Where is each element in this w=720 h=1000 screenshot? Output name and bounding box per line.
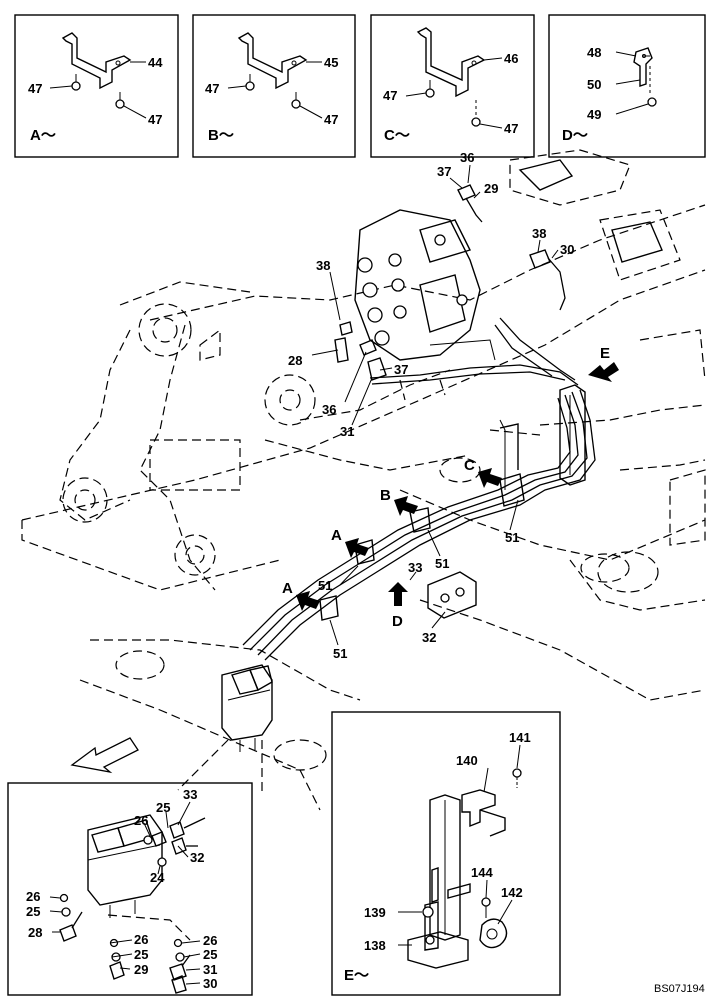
detail-view-c: 46 47 47 C～: [370, 14, 535, 158]
callout-25: 25: [26, 904, 40, 919]
callout-36: 36: [460, 150, 474, 165]
callout-138: 138: [364, 938, 386, 953]
detail-view-e: 141 140 144 142 139 138 E～: [331, 711, 561, 996]
callout-24: 24: [150, 870, 165, 885]
callout-47: 47: [504, 121, 518, 136]
callout-51: 51: [435, 556, 449, 571]
arrow-label-d: D: [392, 613, 403, 630]
callout-46: 46: [504, 51, 518, 66]
drawing-code: BS07J194: [654, 983, 705, 995]
view-arrow-e: E: [588, 345, 619, 382]
view-direction-arrow-icon: [345, 538, 369, 558]
callout-26: 26: [26, 889, 40, 904]
callout-38: 38: [316, 258, 330, 273]
view-arrow-a-upper: A: [331, 527, 369, 558]
callout-30: 30: [203, 976, 217, 991]
callout-47: 47: [383, 88, 397, 103]
view-arrow-a-lower: A: [282, 580, 320, 611]
main-assembly: [21, 149, 706, 811]
view-direction-arrow-icon: [296, 591, 320, 611]
view-label-e: E～: [344, 967, 369, 984]
callout-47: 47: [148, 112, 162, 127]
callout-47: 47: [324, 112, 338, 127]
arrow-label-a: A: [282, 580, 293, 597]
callout-32: 32: [422, 630, 436, 645]
callout-26: 26: [134, 813, 148, 828]
main-callouts: 36 37 29 38 30 38 28 37 36 31 33 51 51 5…: [288, 150, 574, 661]
callout-50: 50: [587, 77, 601, 92]
callout-26: 26: [134, 932, 148, 947]
view-arrow-c: C: [464, 457, 502, 488]
callout-33: 33: [183, 787, 197, 802]
callout-32: 32: [190, 850, 204, 865]
view-label-b: B～: [208, 127, 234, 144]
callout-51: 51: [318, 578, 332, 593]
callout-37: 37: [394, 362, 408, 377]
callout-31: 31: [340, 424, 354, 439]
callout-37: 37: [437, 164, 451, 179]
arrow-label-a: A: [331, 527, 342, 544]
callout-31: 31: [203, 962, 217, 977]
callout-36: 36: [322, 402, 336, 417]
view-label-d: D～: [562, 127, 588, 144]
callout-25: 25: [203, 947, 217, 962]
callout-33: 33: [408, 560, 422, 575]
callout-29: 29: [484, 181, 498, 196]
detail-view-a: 44 47 47 A～: [14, 14, 179, 158]
callout-51: 51: [505, 530, 519, 545]
callout-51: 51: [333, 646, 347, 661]
view-direction-arrow-icon: [388, 582, 408, 606]
detail-view-d: 48 50 49 D～: [548, 14, 706, 158]
pedal-detail-inset: 33 25 26 32 24 26 25 28 26 26 25 25 29 3…: [7, 782, 253, 996]
view-direction-arrow-icon: [394, 496, 418, 516]
callout-139: 139: [364, 905, 386, 920]
callout-47: 47: [205, 81, 219, 96]
view-arrow-d: D: [388, 582, 408, 630]
arrow-label-e: E: [600, 345, 610, 362]
view-direction-arrow-icon: [588, 362, 619, 382]
arrow-label-c: C: [464, 457, 475, 474]
front-direction-arrow-icon: [70, 737, 139, 774]
callout-45: 45: [324, 55, 338, 70]
view-label-a: A～: [30, 127, 56, 144]
detail-view-b: 45 47 47 B～: [192, 14, 356, 158]
callout-141: 141: [509, 730, 531, 745]
callout-44: 44: [148, 55, 163, 70]
callout-26: 26: [203, 933, 217, 948]
view-direction-arrow-icon: [478, 468, 502, 488]
callout-49: 49: [587, 107, 601, 122]
callout-30: 30: [560, 242, 574, 257]
callout-28: 28: [28, 925, 42, 940]
callout-47: 47: [28, 81, 42, 96]
callout-144: 144: [471, 865, 493, 880]
callout-140: 140: [456, 753, 478, 768]
callout-48: 48: [587, 45, 601, 60]
callout-28: 28: [288, 353, 302, 368]
arrow-label-b: B: [380, 487, 391, 504]
callout-25: 25: [156, 800, 170, 815]
callout-142: 142: [501, 885, 523, 900]
view-label-c: C～: [384, 127, 410, 144]
view-arrow-b: B: [380, 487, 418, 516]
callout-38: 38: [532, 226, 546, 241]
callout-29: 29: [134, 962, 148, 977]
callout-25: 25: [134, 947, 148, 962]
